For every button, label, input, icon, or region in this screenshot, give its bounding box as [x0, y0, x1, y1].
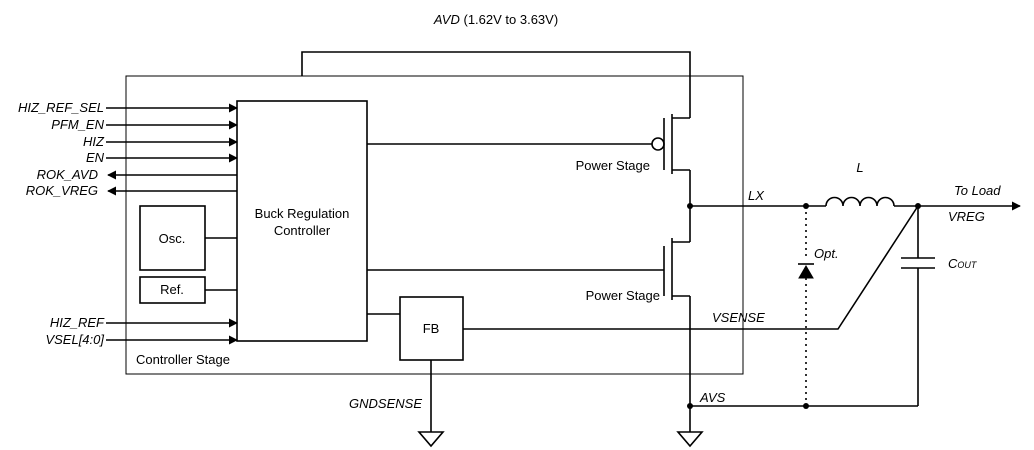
buck-controller-label-1: Buck Regulation [255, 206, 350, 221]
input-label-hiz: HIZ [83, 134, 105, 149]
osc-label: Osc. [159, 231, 186, 246]
power-stage-high-label: Power Stage [576, 158, 650, 173]
controller-stage-box [125, 75, 744, 375]
low-drain-source [672, 241, 690, 297]
vreg-label: VREG [948, 209, 985, 224]
to-load-label: To Load [954, 183, 1001, 198]
input-label-en: EN [86, 150, 105, 165]
high-drain-source [672, 117, 690, 171]
opt-diode-symbol [798, 265, 814, 279]
lx-label: LX [748, 188, 765, 203]
input-label-vsel: VSEL[4:0] [45, 332, 104, 347]
avs-label: AVS [699, 390, 726, 405]
fb-label: FB [423, 321, 440, 336]
opt-label: Opt. [814, 246, 839, 261]
output-label-rok-vreg: ROK_VREG [26, 183, 98, 198]
buck-controller-block [236, 100, 368, 342]
vsense-label: VSENSE [712, 310, 765, 325]
supply-label: AVD (1.62V to 3.63V) [433, 12, 558, 27]
gndsense-ground-symbol [417, 431, 445, 448]
input-label-pfm-en: PFM_EN [51, 117, 104, 132]
controller-stage-label: Controller Stage [136, 352, 230, 367]
input-label-hiz-ref: HIZ_REF [50, 315, 105, 330]
avs-ground-symbol [676, 431, 704, 448]
avd-rail [301, 51, 691, 118]
output-label-rok-avd: ROK_AVD [37, 167, 98, 182]
osc-block [139, 205, 206, 271]
vsense-wire [463, 205, 919, 330]
ref-label: Ref. [160, 282, 184, 297]
power-stage-low-label: Power Stage [586, 288, 660, 303]
inductor-coil [825, 196, 895, 207]
pmos-gate-bubble [651, 137, 665, 151]
cout-label: COUT [948, 256, 978, 271]
buck-controller-label-2: Controller [274, 223, 331, 238]
input-label-hiz-ref-sel: HIZ_REF_SEL [18, 100, 104, 115]
gndsense-label: GNDSENSE [349, 396, 422, 411]
inductor-label: L [856, 160, 863, 175]
